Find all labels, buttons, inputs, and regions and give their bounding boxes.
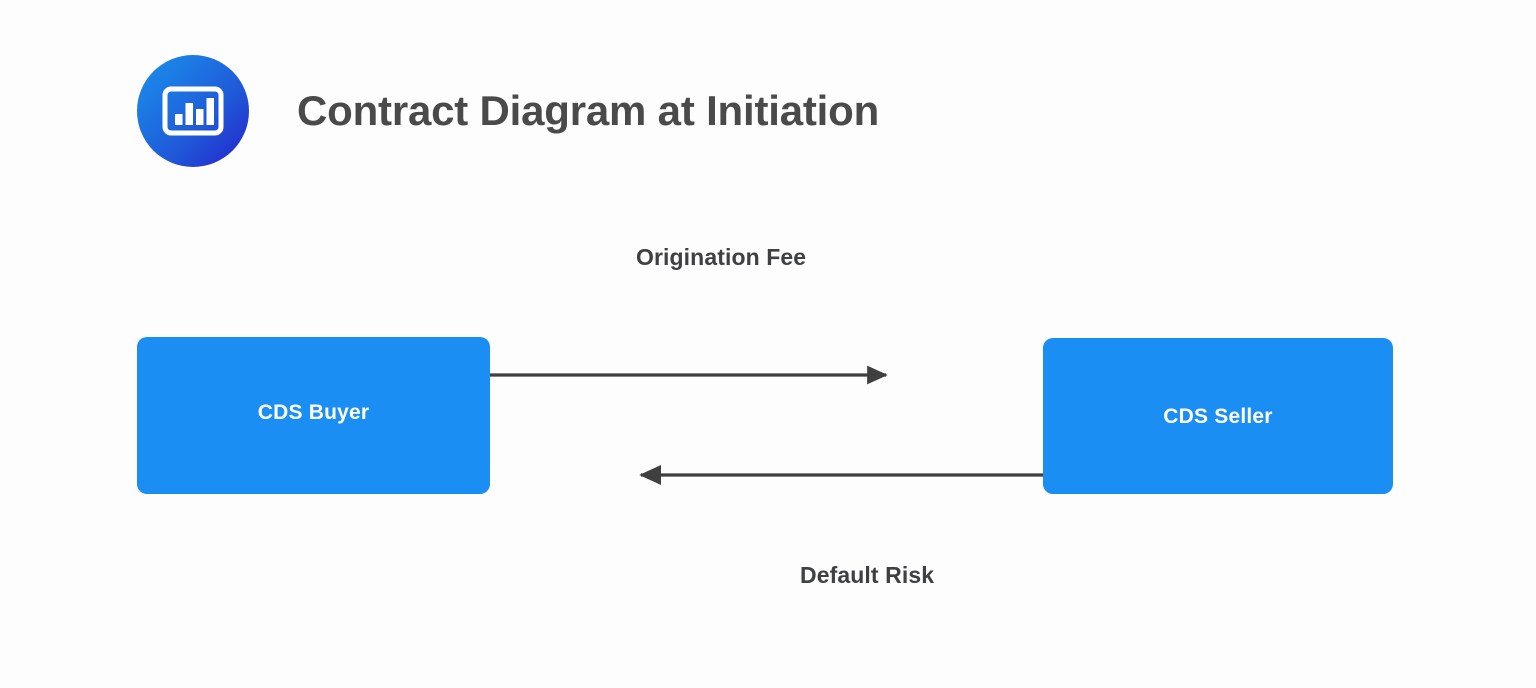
node-cds-buyer-label: CDS Buyer xyxy=(257,400,370,424)
bar-chart-icon xyxy=(137,55,249,167)
page-title: Contract Diagram at Initiation xyxy=(297,87,880,134)
edge-label-default-risk: Default Risk xyxy=(800,562,935,588)
page-header: Contract Diagram at Initiation xyxy=(137,55,879,167)
node-cds-seller-label: CDS Seller xyxy=(1163,405,1273,428)
edge-label-origination-fee: Origination Fee xyxy=(636,244,807,270)
node-cds-buyer[interactable]: CDS Buyer xyxy=(137,337,490,494)
node-cds-seller[interactable]: CDS Seller xyxy=(1043,338,1393,494)
